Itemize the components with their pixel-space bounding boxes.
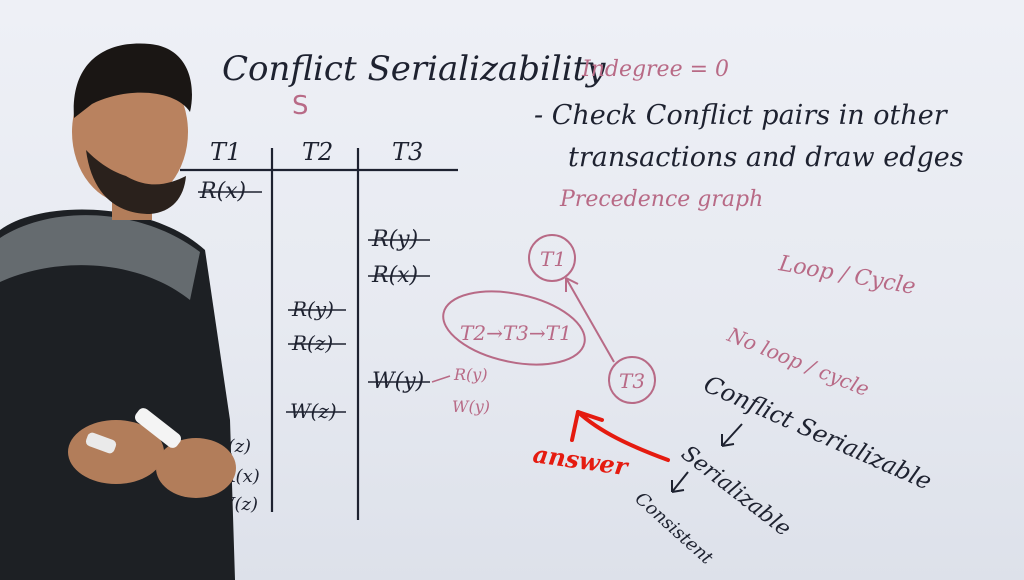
node-t1-circle: [528, 234, 576, 282]
header-t3: T3: [392, 138, 423, 166]
loop-label: Loop / Cycle: [776, 251, 917, 300]
edge-t3-t1: [565, 277, 615, 363]
side-note: R(y): [453, 365, 488, 384]
bullet-text-cont: transactions and draw edges: [568, 142, 964, 173]
shirt-shoulder: [0, 215, 200, 300]
t2-op: W(z): [290, 399, 337, 423]
schedule-label: S: [292, 91, 309, 121]
serializable-label: Serializable: [676, 441, 795, 542]
node-t3-circle: [608, 356, 656, 404]
bullet-text: - Check Conflict pairs in other: [534, 100, 949, 131]
header-t2: T2: [302, 138, 333, 166]
answer-label: answer: [531, 439, 632, 481]
t2-op: R(y): [291, 297, 334, 321]
answer-arrow-head: [570, 410, 604, 442]
consistent-label: Consistent: [631, 488, 718, 569]
side-note: W(y): [452, 397, 490, 416]
strike-marks: [198, 191, 430, 413]
instructor-hand-right: [156, 438, 236, 498]
board-title: Conflict Serializability: [222, 49, 606, 89]
answer-arrow: [576, 410, 670, 462]
indegree-note: Indegree = 0: [581, 57, 729, 82]
node-t3: T3: [619, 369, 645, 393]
instructor-beard: [86, 150, 186, 214]
instructor: [0, 43, 236, 580]
down-arrow-1: [721, 423, 743, 447]
schedule-table-grid: [180, 148, 458, 520]
order-ellipse: [442, 290, 586, 366]
t2-op: R(z): [291, 331, 333, 355]
precedence-graph-label: Precedence graph: [559, 187, 763, 212]
marker: [135, 408, 181, 448]
precedence-graph: T1 T3 T2→T3→T1: [442, 234, 656, 404]
down-arrow-2: [671, 471, 689, 493]
serial-order: T2→T3→T1: [460, 321, 572, 345]
header-t1: T1: [210, 138, 241, 166]
node-t1: T1: [540, 247, 566, 271]
marker-cap: [85, 432, 117, 454]
arrow-head: [565, 277, 579, 292]
instructor-hair: [73, 43, 192, 118]
